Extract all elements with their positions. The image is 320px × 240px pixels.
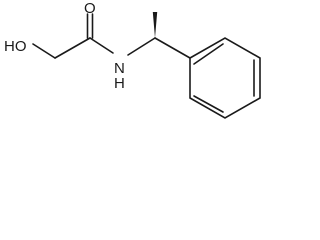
hydroxyl-label: HO: [4, 38, 27, 55]
amide-hydrogen-label: H: [114, 75, 125, 92]
ring-inner-bond-1: [193, 43, 224, 65]
bond-n-chiral-c: [127, 37, 156, 56]
stereo-wedge-bond: [152, 12, 158, 38]
ring-inner-bond-3: [193, 95, 224, 113]
carbonyl-oxygen-label: O: [84, 0, 96, 17]
bond-ho-ch2: [32, 43, 56, 59]
bond-ch2-carbonyl: [54, 37, 91, 59]
bond-carbonyl-n: [89, 37, 114, 54]
bond-chiral-c-ring: [154, 37, 191, 59]
ring-outline: [189, 37, 261, 119]
amide-nitrogen-label: N: [114, 60, 125, 77]
benzene-ring: [189, 37, 261, 119]
chemical-structure: HO O N H: [4, 0, 261, 119]
